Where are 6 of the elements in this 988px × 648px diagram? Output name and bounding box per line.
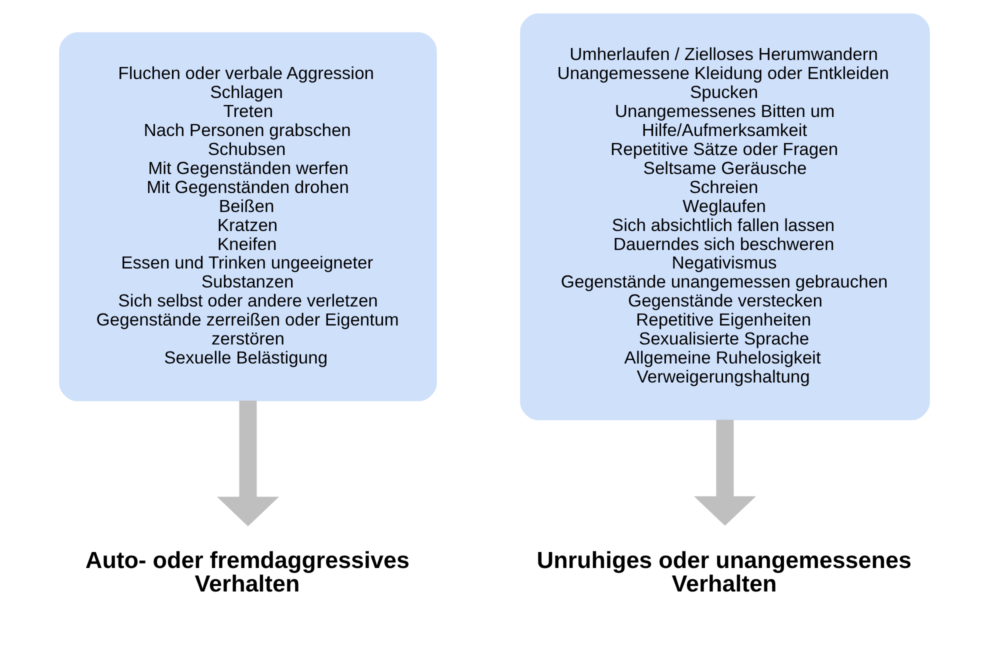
node-box: Fluchen oder verbale Aggression Schlagen Treten Nach Personen grabschen Schubsen Mit Gegenständen werfen Mit Gegenständen drohen Beißen Kratzen Kneifen Essen und Trinken ungeeigneter Substanzen Sich selbst oder andere verletzen Gegenstände zerreißen oder Eigentum zerstören Sexuelle Belästigung <box>58 32 436 402</box>
arrow <box>216 400 279 526</box>
node-text: Unruhiges oder unangemessenes Verhalten <box>536 547 911 596</box>
node-box: Umherlaufen / Zielloses Herumwandern Unangemessene Kleidung oder Entkleiden Spucken Unangemessenes Bitten um Hilfe/Aufmerksamkeit Repetitive Sätze oder Fragen Seltsame Geräusche Schreien Weglaufen Sich absichtlich fallen lassen Dauerndes sich beschweren Negativismus Gegenstände unangemessen gebrauchen Gegenstände verstecken Repetitive Eigenheiten Sexualisierte Sprache Allgemeine Ruhelosigkeit Verweigerungshaltung <box>520 13 930 420</box>
node-text: Auto- oder fremdaggressives Verhalten <box>84 547 409 596</box>
arrow <box>693 420 756 526</box>
